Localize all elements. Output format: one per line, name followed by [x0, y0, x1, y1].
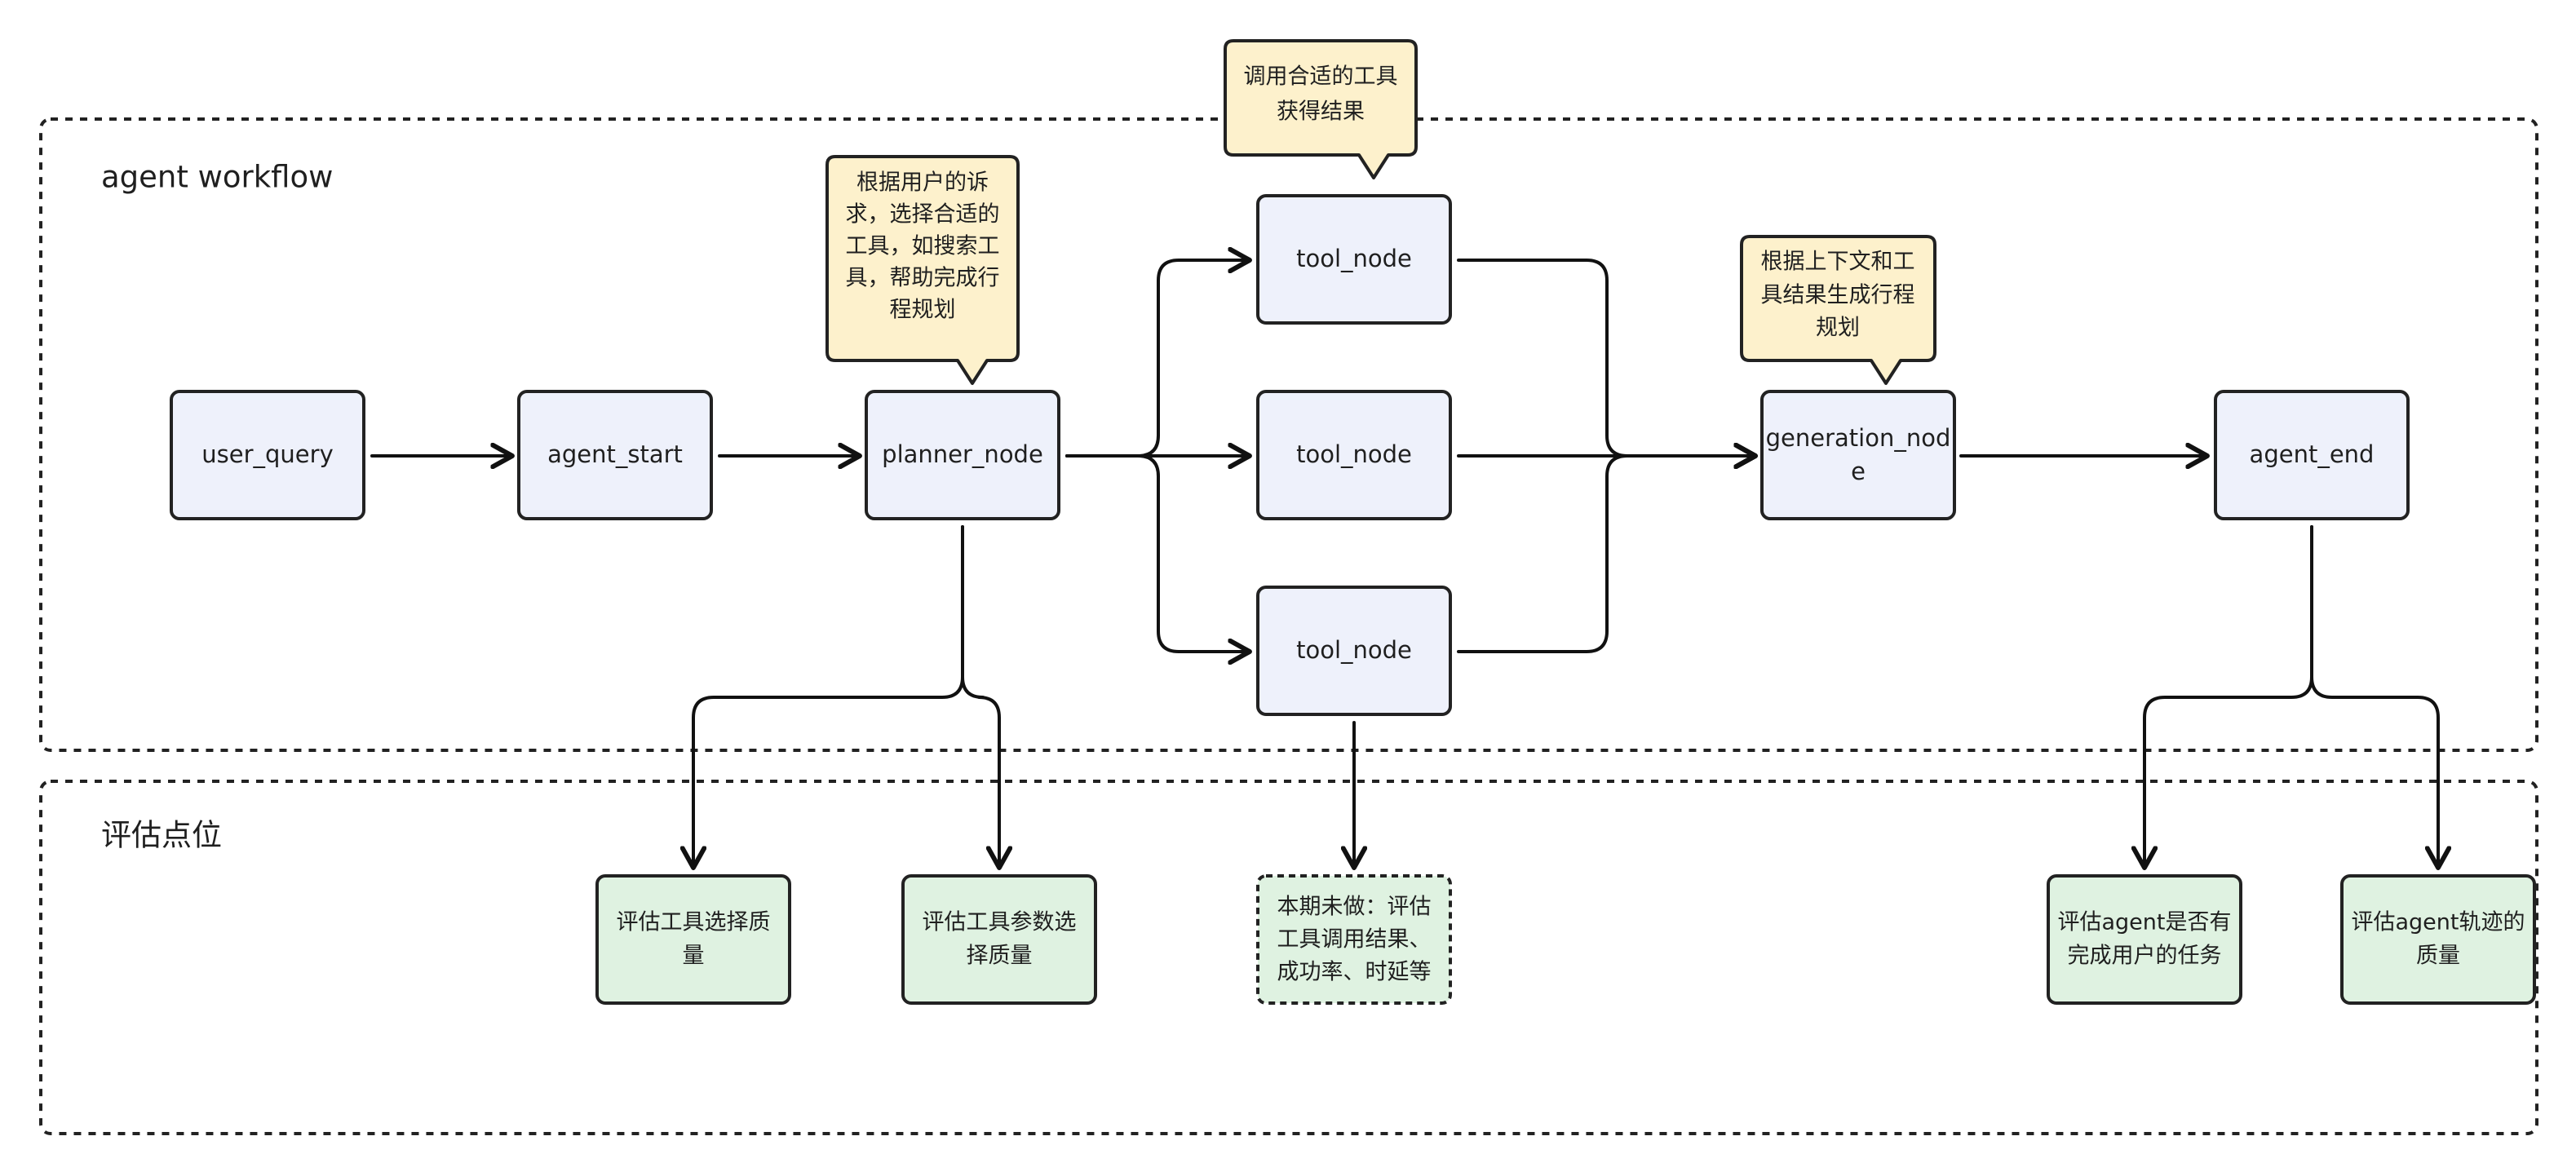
node-tool-bottom-label: tool_node — [1296, 636, 1412, 664]
eval-param-choice-line-2: 择质量 — [967, 944, 1033, 969]
callout-generation-line-2: 具结果生成行程 — [1761, 283, 1915, 308]
callout-generation-line-1: 根据上下文和工 — [1761, 250, 1915, 275]
eval-tool-choice-line-1: 评估工具选择质 — [617, 910, 771, 935]
edge-planner-to-tool-bottom — [1065, 454, 1250, 652]
callout-planner-line-2: 求，选择合适的 — [846, 202, 1000, 228]
eval-param-choice: 评估工具参数选 择质量 — [901, 874, 1097, 1005]
edge-planner-to-tool-choice-eval — [693, 525, 964, 868]
eval-trajectory: 评估agent轨迹的 质量 — [2340, 874, 2536, 1005]
edge-tool-bottom-to-generation — [1457, 456, 1755, 653]
callout-generation-line-3: 规划 — [1816, 316, 1860, 341]
callout-tool: 调用合适的工具 获得结果 — [1224, 39, 1418, 179]
callout-planner-line-1: 根据用户的诉 — [856, 170, 989, 196]
callout-planner: 根据用户的诉 求，选择合适的 工具，如搜索工 具，帮助完成行 程规划 — [825, 155, 1020, 385]
eval-trajectory-line-1: 评估agent轨迹的 — [2352, 910, 2525, 935]
node-agent-start-label: agent_start — [547, 440, 683, 468]
eval-tool-choice: 评估工具选择质 量 — [595, 874, 791, 1005]
eval-not-done-line-1: 本期未做：评估 — [1277, 895, 1432, 920]
eval-param-choice-line-1: 评估工具参数选 — [923, 910, 1077, 935]
node-generation: generation_nod e — [1760, 390, 1956, 520]
node-generation-label-line-1: generation_nod — [1766, 424, 1951, 452]
callout-tool-line-2: 获得结果 — [1277, 99, 1365, 125]
node-tool-top-label: tool_node — [1296, 245, 1412, 272]
node-generation-label-line-2: e — [1851, 458, 1866, 485]
edge-agent-end-to-task-complete-eval — [2144, 525, 2313, 868]
eval-not-done-line-3: 成功率、时延等 — [1277, 960, 1432, 985]
node-user-query-label: user_query — [201, 440, 333, 468]
eval-not-done-line-2: 工具调用结果、 — [1277, 927, 1432, 953]
edge-planner-to-tool-top — [1065, 260, 1250, 458]
callout-planner-line-4: 具，帮助完成行 — [846, 266, 1000, 291]
node-tool-mid-label: tool_node — [1296, 440, 1412, 468]
eval-task-complete-line-2: 完成用户的任务 — [2068, 944, 2222, 969]
node-agent-start: agent_start — [517, 390, 713, 520]
node-planner: planner_node — [865, 390, 1060, 520]
node-agent-end: agent_end — [2214, 390, 2410, 520]
workflow-frame-title: agent workflow — [101, 160, 333, 195]
edge-planner-to-param-choice-eval — [961, 525, 999, 868]
eval-task-complete-line-1: 评估agent是否有 — [2058, 910, 2232, 935]
eval-tool-choice-line-2: 量 — [683, 944, 705, 969]
edge-tool-top-to-generation — [1457, 259, 1755, 456]
node-tool-mid: tool_node — [1256, 390, 1452, 520]
node-planner-label: planner_node — [882, 440, 1043, 468]
eval-frame — [39, 780, 2538, 1135]
callout-tool-line-1: 调用合适的工具 — [1244, 64, 1398, 90]
edges — [370, 259, 2438, 868]
eval-not-done: 本期未做：评估 工具调用结果、 成功率、时延等 — [1256, 874, 1452, 1005]
eval-frame-title: 评估点位 — [101, 818, 222, 853]
callout-generation: 根据上下文和工 具结果生成行程 规划 — [1740, 235, 1936, 385]
callout-planner-line-3: 工具，如搜索工 — [846, 234, 1000, 259]
node-tool-top: tool_node — [1256, 194, 1452, 325]
eval-task-complete: 评估agent是否有 完成用户的任务 — [2047, 874, 2242, 1005]
node-user-query: user_query — [170, 390, 365, 520]
edge-agent-end-to-trajectory-eval — [2310, 525, 2438, 868]
eval-trajectory-line-2: 质量 — [2416, 944, 2460, 969]
node-agent-end-label: agent_end — [2250, 440, 2375, 468]
callout-planner-line-5: 程规划 — [890, 298, 956, 323]
node-tool-bottom: tool_node — [1256, 586, 1452, 716]
